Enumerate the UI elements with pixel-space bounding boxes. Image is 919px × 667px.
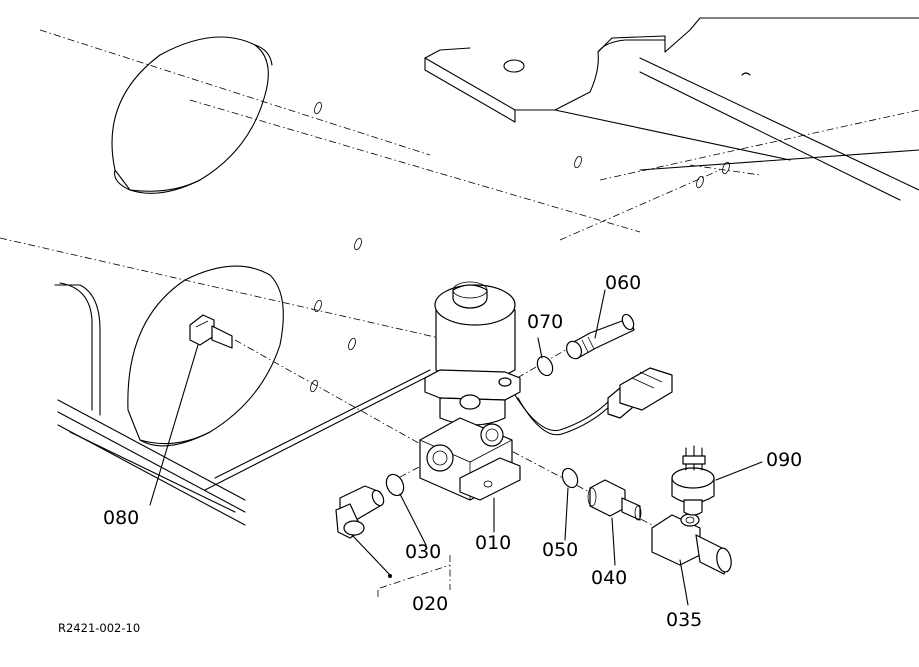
callout-060: 060 xyxy=(605,272,641,294)
part-050-o-ring xyxy=(561,467,579,489)
part-040-adapter xyxy=(587,479,642,521)
callout-040: 040 xyxy=(591,567,627,589)
callout-030: 030 xyxy=(405,541,441,563)
callout-080: 080 xyxy=(103,507,139,529)
part-020-elbow-fitting xyxy=(335,485,392,578)
callout-090: 090 xyxy=(766,449,802,471)
chassis-frame xyxy=(0,17,919,526)
part-010-valve-assembly xyxy=(419,281,673,501)
callout-035: 035 xyxy=(666,609,702,631)
part-035-tee-fitting xyxy=(651,513,732,575)
part-090-pressure-switch xyxy=(671,445,715,516)
part-060-fitting xyxy=(566,313,635,360)
part-080-bolt xyxy=(189,314,233,349)
leader-lines xyxy=(149,289,763,606)
part-070-o-ring xyxy=(536,355,554,377)
diagram-code: R2421-002-10 xyxy=(58,621,140,635)
callout-020: 020 xyxy=(412,593,448,615)
part-030-o-ring xyxy=(385,473,405,497)
callout-010: 010 xyxy=(475,532,511,554)
callout-050: 050 xyxy=(542,539,578,561)
callout-070: 070 xyxy=(527,311,563,333)
